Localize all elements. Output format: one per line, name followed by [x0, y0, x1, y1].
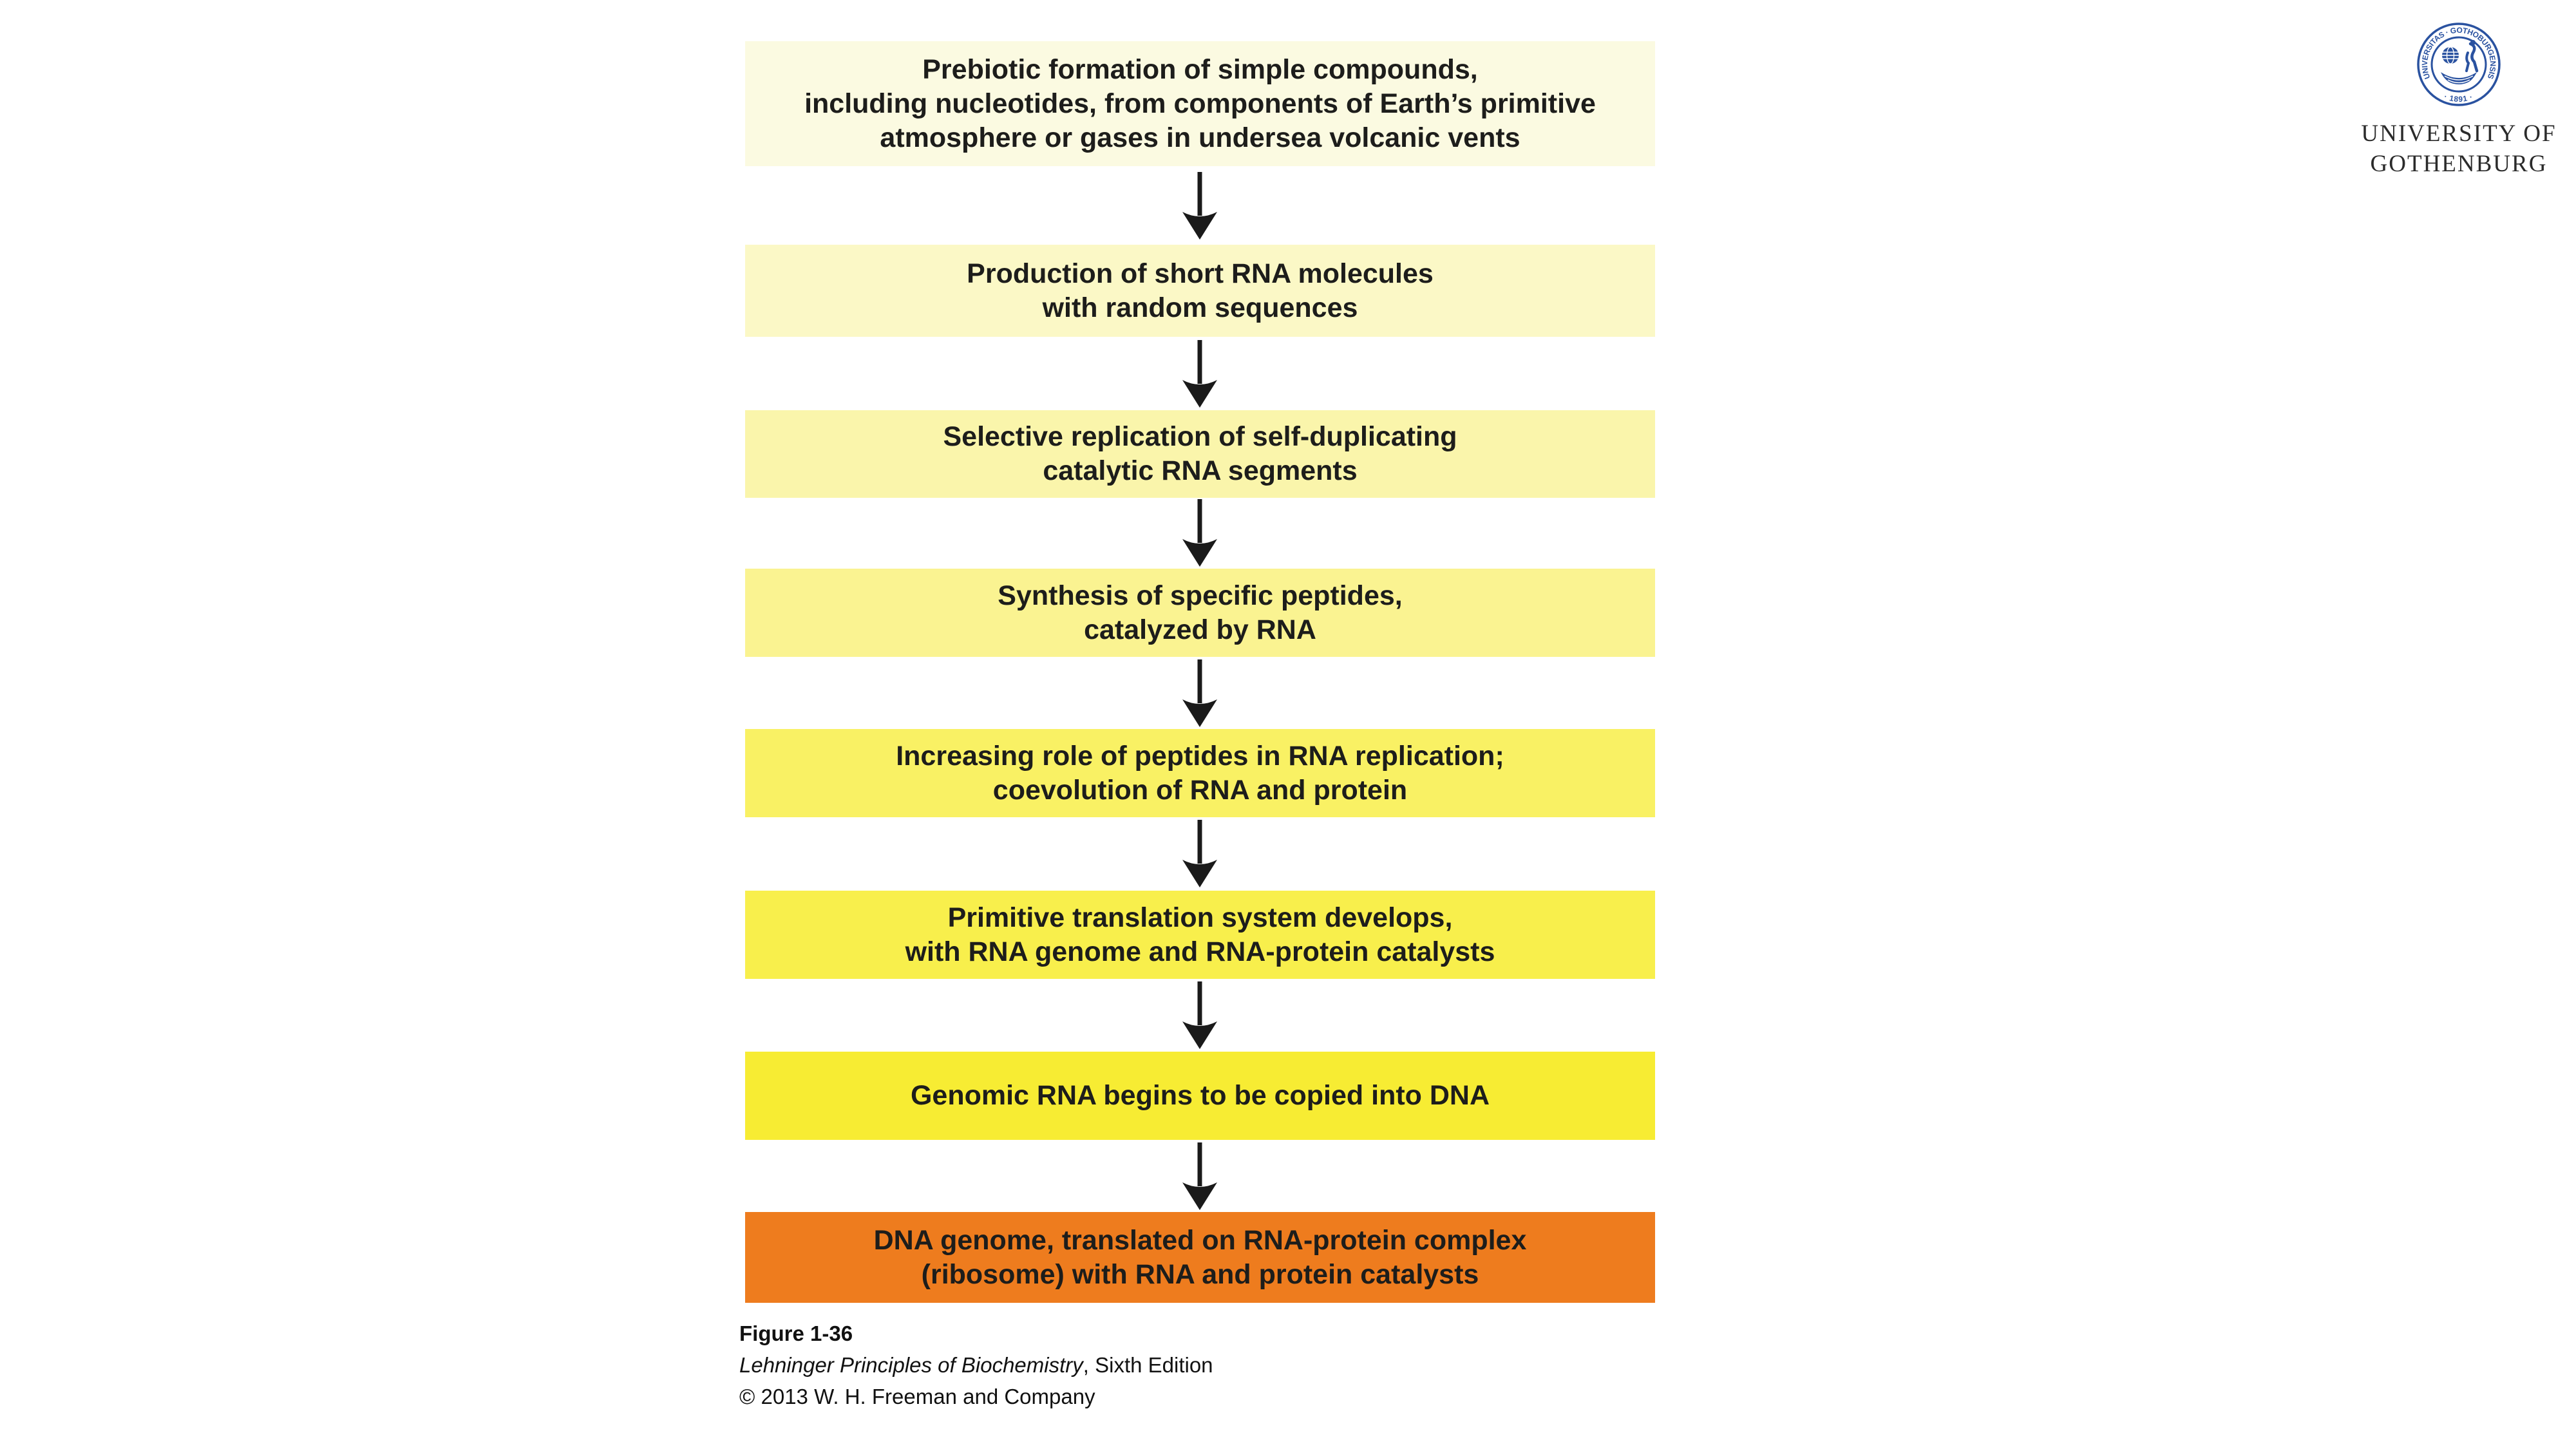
- wordmark-line1: UNIVERSITY OF: [2361, 120, 2557, 147]
- flow-step-2-label: Production of short RNA molecules with r…: [967, 258, 1434, 323]
- flow-step-2: Production of short RNA molecules with r…: [745, 245, 1655, 337]
- down-arrow: [1182, 1142, 1217, 1210]
- flow-step-1: Prebiotic formation of simple compounds,…: [745, 41, 1655, 166]
- seal-outer-ring: [2417, 23, 2501, 106]
- university-logo: UNIVERSITAS · GOTHOBURGENSIS · 1891 ·: [2330, 19, 2576, 179]
- wordmark-line2: GOTHENBURG: [2370, 151, 2548, 177]
- svg-text:· 1891 ·: · 1891 ·: [2443, 92, 2474, 104]
- copyright-line: © 2013 W. H. Freeman and Company: [739, 1385, 1095, 1408]
- university-seal-icon: UNIVERSITAS · GOTHOBURGENSIS · 1891 ·: [2417, 23, 2501, 106]
- flow-step-3-label: Selective replication of self-duplicatin…: [943, 421, 1457, 486]
- book-title: Lehninger Principles of Biochemistry: [739, 1353, 1083, 1377]
- flow-step-4: Synthesis of specific peptides, catalyze…: [745, 569, 1655, 657]
- seal-emblem-icon: [2441, 40, 2479, 84]
- down-arrow: [1182, 659, 1217, 727]
- university-wordmark: UNIVERSITY OF GOTHENBURG: [2330, 118, 2576, 179]
- flow-step-5: Increasing role of peptides in RNA repli…: [745, 729, 1655, 817]
- flow-step-7-label: Genomic RNA begins to be copied into DNA: [910, 1080, 1490, 1111]
- seal-inner-ring: [2430, 36, 2487, 93]
- flow-step-8-label: DNA genome, translated on RNA-protein co…: [873, 1224, 1527, 1290]
- down-arrow: [1182, 499, 1217, 567]
- down-arrow: [1182, 172, 1217, 240]
- flow-step-5-label: Increasing role of peptides in RNA repli…: [896, 740, 1504, 806]
- down-arrow: [1182, 981, 1217, 1049]
- figure-caption: Figure 1-36 Lehninger Principles of Bioc…: [739, 1318, 1213, 1412]
- down-arrow: [1182, 340, 1217, 408]
- flow-step-4-label: Synthesis of specific peptides, catalyze…: [998, 580, 1403, 645]
- down-arrow: [1182, 820, 1217, 887]
- flow-step-6: Primitive translation system develops, w…: [745, 891, 1655, 979]
- flow-step-1-label: Prebiotic formation of simple compounds,…: [804, 53, 1596, 153]
- book-edition: , Sixth Edition: [1083, 1353, 1213, 1377]
- figure-number: Figure 1-36: [739, 1321, 853, 1345]
- seal-year-text: · 1891 ·: [2443, 92, 2474, 104]
- flow-step-3: Selective replication of self-duplicatin…: [745, 410, 1655, 498]
- flow-step-8: DNA genome, translated on RNA-protein co…: [745, 1212, 1655, 1303]
- flow-step-7: Genomic RNA begins to be copied into DNA: [745, 1052, 1655, 1140]
- flow-step-6-label: Primitive translation system develops, w…: [905, 902, 1495, 967]
- book-reference: Lehninger Principles of Biochemistry, Si…: [739, 1349, 1213, 1381]
